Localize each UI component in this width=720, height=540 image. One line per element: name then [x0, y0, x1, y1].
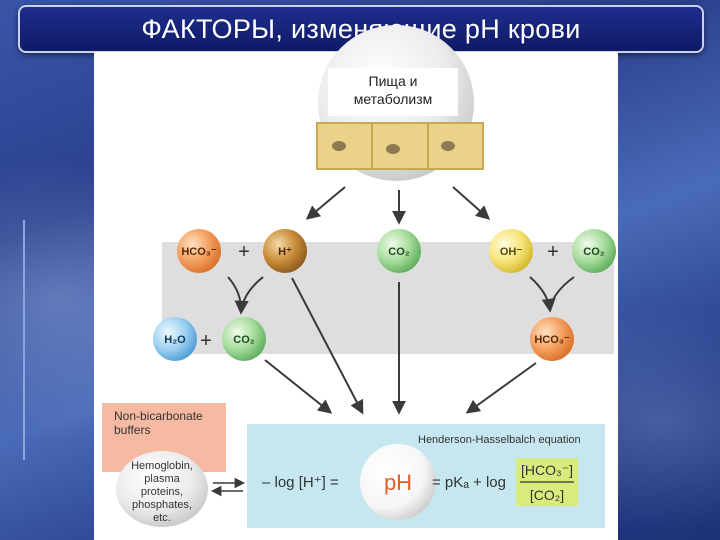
buffers-item-2: plasma	[144, 473, 180, 485]
hco3-molecule-right	[530, 317, 574, 361]
buffers-title-line2: buffers	[114, 423, 150, 437]
buffers-item-5: etc.	[153, 512, 171, 524]
arrow-right-curve-b	[549, 276, 575, 311]
arrow-food-right	[452, 186, 491, 220]
food-label-line1: Пища и	[369, 73, 418, 89]
buffers-item-4: phosphates,	[132, 499, 192, 511]
arrow-left-curve-b	[240, 276, 264, 313]
arrow-to-ph-left	[264, 359, 333, 414]
cell-strip	[316, 122, 484, 170]
co2-molecule-right	[572, 229, 616, 273]
eq-left: – log [H⁺] =	[262, 474, 339, 491]
co2-molecule-center	[377, 229, 421, 273]
hco3-right-label: HCO₃⁻	[534, 334, 570, 346]
buffers-item-3: proteins,	[141, 486, 183, 498]
h2o-label: H₂O	[164, 334, 186, 346]
arrow-h-to-ph	[291, 277, 364, 415]
co2-left-label: CO₂	[233, 334, 255, 346]
h-plus-molecule	[263, 229, 307, 273]
co2-center-label: CO₂	[388, 246, 410, 258]
buffers-item-1: Hemoglobin,	[131, 460, 193, 472]
ph-label: pH	[384, 470, 412, 495]
hco3-molecule	[177, 229, 221, 273]
hh-title: Henderson-Hasselbalch equation	[418, 434, 581, 446]
h-plus-label: H⁺	[278, 246, 292, 258]
food-label-line2: метаболизм	[354, 91, 433, 107]
co2-right-label: CO₂	[583, 246, 605, 258]
buffers-title-line1: Non-bicarbonate	[114, 409, 203, 423]
plus-1: +	[238, 241, 250, 263]
oh-minus-label: OH⁻	[500, 246, 523, 258]
decorative-line	[23, 220, 25, 460]
arrow-hco3-to-ph	[465, 362, 537, 414]
plus-2: +	[547, 241, 559, 263]
co2-molecule-left	[222, 317, 266, 361]
hco3-label: HCO₃⁻	[181, 246, 217, 258]
food-label-box	[328, 68, 458, 116]
fraction-numerator: [HCO₃⁻]	[521, 462, 573, 478]
h2o-molecule	[153, 317, 197, 361]
eq-right: = pKₐ + log	[432, 474, 506, 491]
ph-sphere	[360, 444, 436, 520]
arrow-food-left	[305, 186, 346, 220]
plus-3: +	[200, 330, 212, 352]
oh-minus-molecule	[489, 229, 533, 273]
buffers-sphere	[116, 451, 208, 527]
fraction-denominator: [CO₂]	[530, 487, 564, 503]
